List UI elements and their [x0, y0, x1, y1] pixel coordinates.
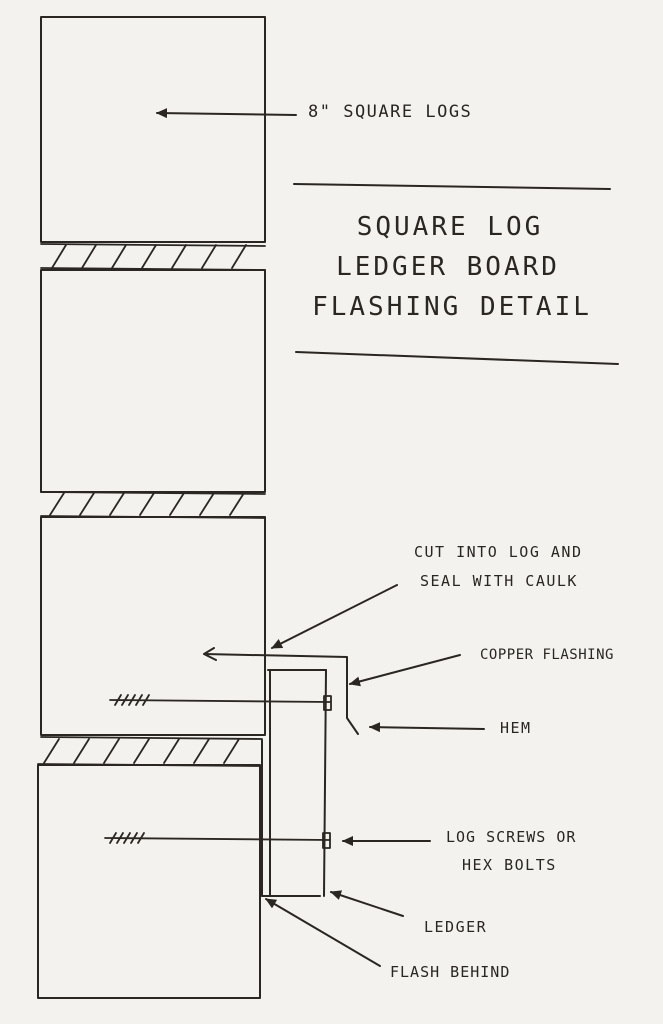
log-screw-lower [104, 832, 331, 849]
title-rule-top [293, 183, 611, 190]
label-screws-line-1: LOG SCREWS OR [446, 828, 577, 846]
arrow-cut [271, 584, 398, 649]
label-cut-line-1: CUT INTO LOG AND [414, 543, 583, 561]
chinking-hatch-2 [40, 491, 266, 519]
title-line-3: FLASHING DETAIL [312, 292, 592, 322]
ledger-board [267, 669, 327, 897]
label-copper-flashing: COPPER FLASHING [480, 647, 614, 663]
label-square-logs: 8" SQUARE LOGS [308, 102, 473, 122]
arrow-hem [369, 722, 485, 733]
label-cut-line-2: SEAL WITH CAULK [420, 572, 578, 590]
log-screw-upper [109, 694, 332, 711]
chinking-hatch-3 [37, 736, 263, 767]
arrow-logs [156, 108, 297, 119]
arrow-flash-behind [265, 898, 381, 967]
title-rule-bottom [295, 351, 619, 365]
log-1 [40, 16, 266, 243]
chinking-hatch-1 [40, 243, 266, 271]
log-4 [37, 764, 261, 999]
copper-flashing [203, 647, 359, 735]
label-ledger: LEDGER [424, 918, 488, 936]
label-flash-behind: FLASH BEHIND [390, 963, 511, 981]
arrow-ledger [330, 890, 404, 917]
log-3 [40, 516, 266, 736]
label-screws-line-2: HEX BOLTS [462, 856, 557, 874]
log-2 [40, 269, 266, 493]
title-line-1: SQUARE LOG [356, 212, 544, 242]
label-hem: HEM [500, 719, 532, 737]
arrow-copper [349, 654, 461, 687]
title-line-2: LEDGER BOARD [336, 252, 560, 282]
